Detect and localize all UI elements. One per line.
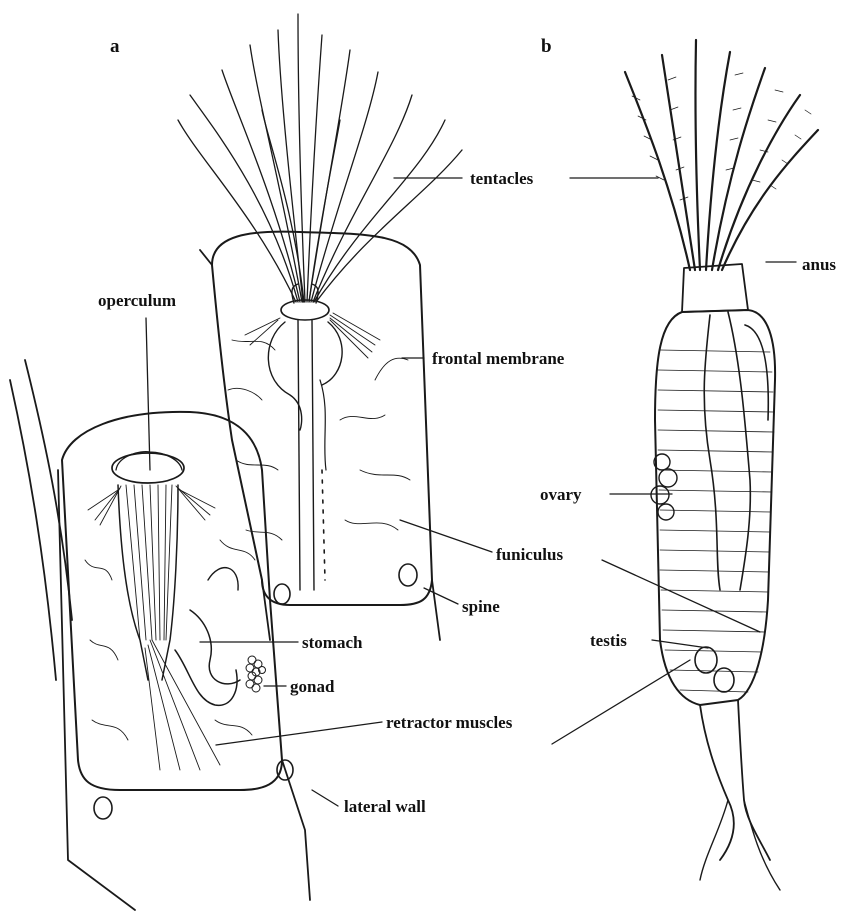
panel-a-letter: a	[110, 36, 120, 57]
label-spine: spine	[462, 597, 500, 616]
lower-zooid	[10, 360, 310, 910]
label-operculum: operculum	[98, 291, 176, 310]
panel-b-zooid	[625, 40, 818, 890]
label-anus: anus	[802, 255, 836, 274]
label-tentacles: tentacles	[470, 169, 534, 188]
panel-b-tentacles	[625, 40, 818, 270]
lower-zooid-retractor-muscles	[145, 640, 220, 770]
upper-zooid-spine-left	[274, 584, 290, 604]
label-funiculus: funiculus	[496, 545, 563, 564]
panel-b-tentacle-cilia	[632, 73, 811, 200]
panel-b-letter: b	[541, 36, 552, 57]
gonad-cluster	[246, 656, 266, 692]
operculum-shape	[112, 453, 184, 483]
upper-zooid-tentacles	[178, 14, 462, 302]
label-gonad: gonad	[290, 677, 335, 696]
label-frontal-membrane: frontal membrane	[432, 349, 565, 368]
upper-zooid-membrane-folds	[228, 340, 410, 540]
upper-zooid	[178, 14, 462, 640]
upper-zooid-spine-right	[399, 564, 417, 586]
label-ovary: ovary	[540, 485, 582, 504]
label-stomach: stomach	[302, 633, 363, 652]
label-testis: testis	[590, 631, 627, 650]
lower-zooid-spine-left	[94, 797, 112, 819]
label-retractor-muscles: retractor muscles	[386, 713, 513, 732]
label-lateral-wall: lateral wall	[344, 797, 426, 816]
